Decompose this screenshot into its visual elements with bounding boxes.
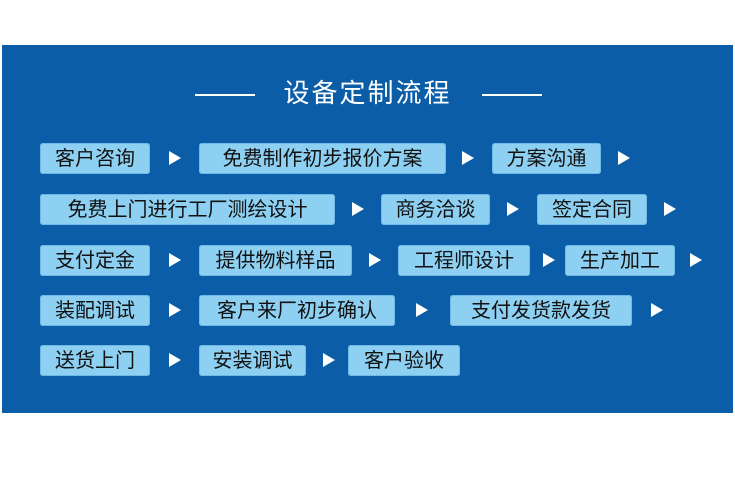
page-title: 设备定制流程 [283,79,452,109]
step-box: 免费上门进行工厂测绘设计 [40,194,335,225]
arrow-right-icon [352,202,364,216]
arrow-right-icon [416,303,428,317]
title-line-right [482,94,542,96]
step-box: 生产加工 [565,245,675,276]
step-box: 支付定金 [40,245,150,276]
arrow-right-icon [369,253,381,267]
arrow-right-icon [543,253,555,267]
arrow-right-icon [462,151,474,165]
arrow-right-icon [169,353,181,367]
step-box: 装配调试 [40,295,150,326]
step-box: 方案沟通 [492,143,601,174]
step-box: 商务洽谈 [381,194,490,225]
step-box: 客户来厂初步确认 [199,295,395,326]
title-line-left [195,94,255,96]
step-box: 免费制作初步报价方案 [199,143,446,174]
step-box: 安装调试 [199,345,306,376]
arrow-right-icon [323,353,335,367]
arrow-right-icon [651,303,663,317]
step-box: 提供物料样品 [199,245,352,276]
arrow-right-icon [507,202,519,216]
arrow-right-icon [169,253,181,267]
step-box: 签定合同 [537,194,647,225]
step-box: 支付发货款发货 [450,295,632,326]
step-box: 客户咨询 [40,143,150,174]
step-box: 工程师设计 [398,245,530,276]
step-box: 客户验收 [348,345,460,376]
step-box: 送货上门 [40,345,150,376]
arrow-right-icon [169,151,181,165]
arrow-right-icon [618,151,630,165]
arrow-right-icon [169,303,181,317]
arrow-right-icon [664,202,676,216]
arrow-right-icon [690,253,702,267]
